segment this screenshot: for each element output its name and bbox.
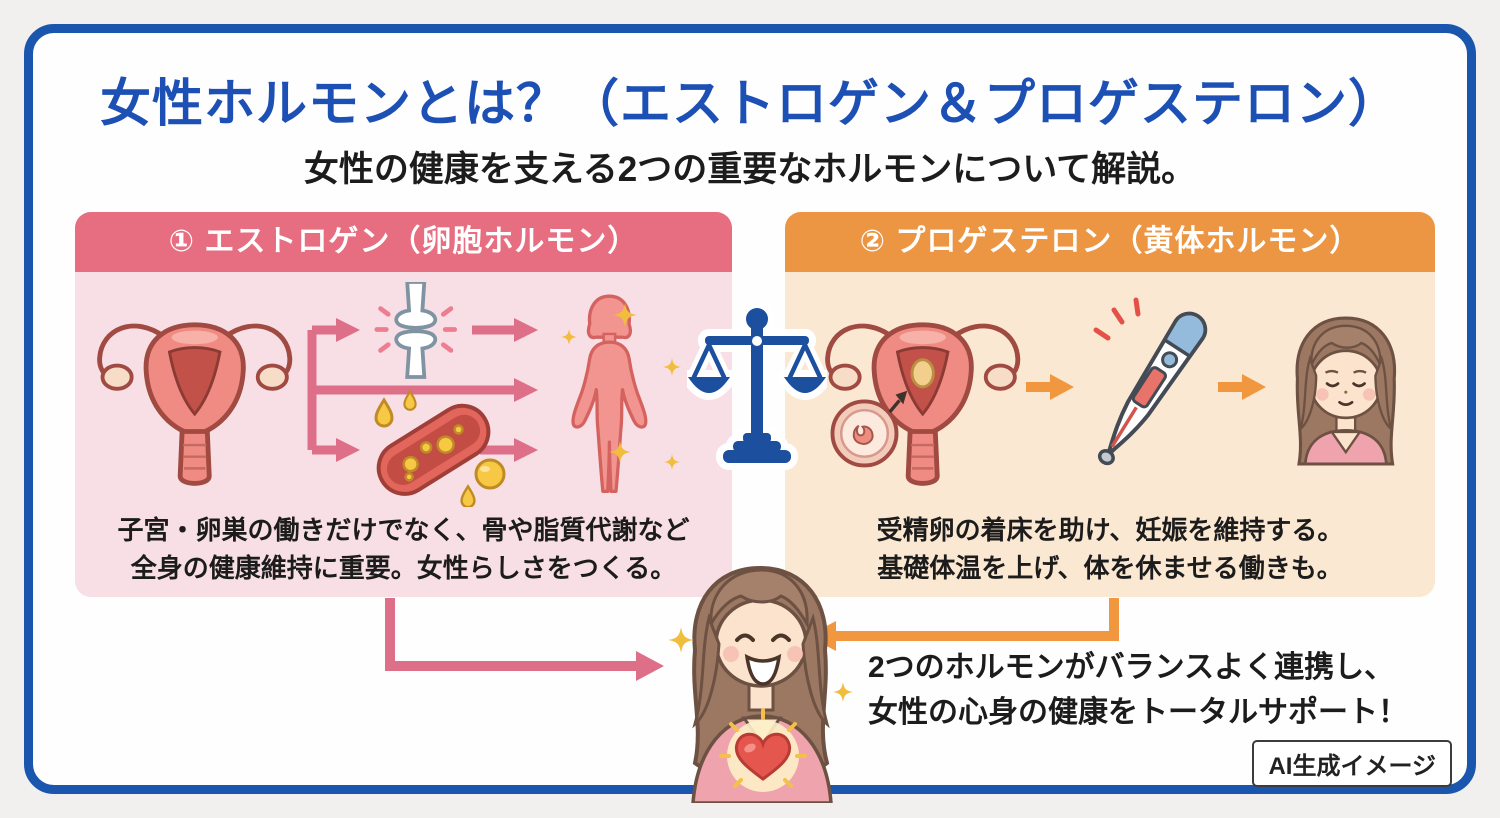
progesterone-panel: ② プロゲステロン（黄体ホルモン） 受精卵の着床を助け、妊娠を維持する。 基礎体… — [785, 212, 1435, 597]
sparkle-icons — [668, 627, 853, 702]
progesterone-description: 受精卵の着床を助け、妊娠を維持する。 基礎体温を上げ、体を休ませる働きも。 — [785, 511, 1435, 587]
conclusion-text: 2つのホルモンがバランスよく連携し、 女性の心身の健康をトータルサポート！ — [868, 645, 1408, 735]
progesterone-header: ② プロゲステロン（黄体ホルモン） — [785, 212, 1435, 272]
estrogen-header: ① エストロゲン（卵胞ホルモン） — [75, 212, 732, 272]
progesterone-desc-line2: 基礎体温を上げ、体を休ませる働きも。 — [877, 553, 1343, 583]
progesterone-desc-line1: 受精卵の着床を助け、妊娠を維持する。 — [876, 515, 1344, 545]
conclusion-line2: 女性の心身の健康をトータルサポート！ — [868, 696, 1408, 729]
balance-scale-icon — [687, 303, 827, 470]
subtitle: 女性の健康を支える2つの重要なホルモンについて解説。 — [303, 150, 1197, 189]
estrogen-panel: ① エストロゲン（卵胞ホルモン） 子宮・卵巣の働きだけでなく、骨や脂質代謝など … — [75, 212, 732, 597]
estrogen-desc-line1: 子宮・卵巣の働きだけでなく、骨や脂質代謝など — [117, 515, 690, 545]
estrogen-desc-line2: 全身の健康維持に重要。女性らしさをつくる。 — [130, 553, 677, 583]
conclusion-line1: 2つのホルモンがバランスよく連携し、 — [868, 651, 1395, 684]
page-title: 女性ホルモンとは？（エストロゲン＆プロゲステロン） — [99, 75, 1400, 132]
happy-woman-heart-icon — [668, 565, 853, 803]
ai-generated-badge: AI生成イメージ — [1252, 740, 1452, 787]
estrogen-description: 子宮・卵巣の働きだけでなく、骨や脂質代謝など 全身の健康維持に重要。女性らしさを… — [75, 511, 732, 587]
